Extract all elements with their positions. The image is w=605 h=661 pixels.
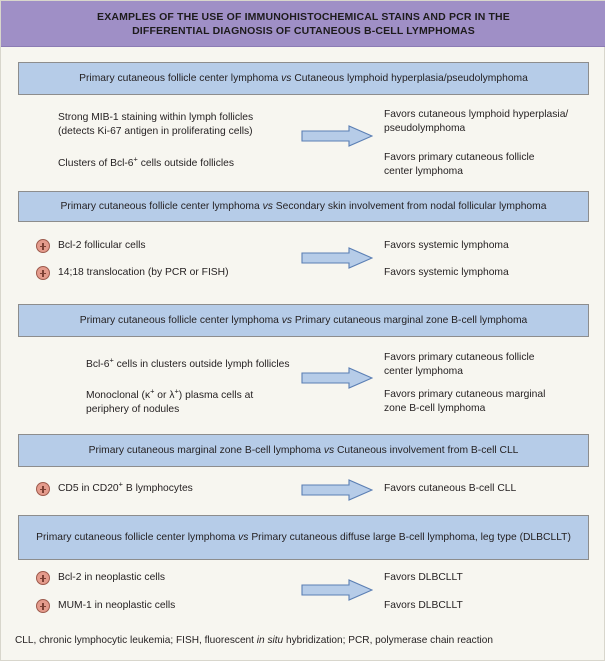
section-5-vs: vs bbox=[238, 531, 249, 543]
section-bar-5-text: Primary cutaneous follicle center lympho… bbox=[26, 531, 581, 545]
finding-1-1-line1: Strong MIB-1 staining within lymph folli… bbox=[58, 112, 254, 123]
section-bar-1: Primary cutaneous follicle center lympho… bbox=[18, 62, 589, 95]
favor-2-2-line1: Favors systemic lymphoma bbox=[384, 267, 509, 278]
finding-4-1-line1: CD5 in CD20+ B lymphocytes bbox=[58, 479, 193, 494]
section-bar-4: Primary cutaneous marginal zone B-cell l… bbox=[18, 434, 589, 467]
implies-arrow-1 bbox=[301, 125, 373, 147]
favor-3-1-line2: center lymphoma bbox=[384, 365, 463, 377]
finding-5-2: MUM-1 in neoplastic cells bbox=[58, 599, 338, 613]
section-bar-2-text: Primary cutaneous follicle center lympho… bbox=[51, 200, 557, 214]
finding-5-2-line1: MUM-1 in neoplastic cells bbox=[58, 600, 176, 611]
implies-arrow-3 bbox=[301, 367, 373, 389]
finding-2-2: 14;18 translocation (by PCR or FISH) bbox=[58, 266, 338, 280]
finding-1-1: Strong MIB-1 staining within lymph folli… bbox=[58, 111, 358, 138]
finding-5-1: Bcl-2 in neoplastic cells bbox=[58, 571, 338, 585]
section-1-right: Cutaneous lymphoid hyperplasia/pseudolym… bbox=[294, 72, 528, 84]
abbreviations-footnote: CLL, chronic lymphocytic leukemia; FISH,… bbox=[15, 634, 592, 648]
section-3-left: Primary cutaneous follicle center lympho… bbox=[79, 314, 279, 326]
finding-2-1: Bcl-2 follicular cells bbox=[58, 239, 338, 253]
section-3-vs: vs bbox=[281, 314, 293, 326]
favor-5-1: Favors DLBCLLT bbox=[384, 571, 599, 585]
finding-4-1: CD5 in CD20+ B lymphocytes bbox=[58, 479, 338, 496]
favor-2-2: Favors systemic lymphoma bbox=[384, 266, 599, 280]
favor-4-1-line1: Favors cutaneous B-cell CLL bbox=[384, 483, 517, 494]
finding-1-2: Clusters of Bcl-6+ cells outside follicl… bbox=[58, 154, 358, 171]
section-4-left: Primary cutaneous marginal zone B-cell l… bbox=[88, 444, 321, 456]
favor-3-2: Favors primary cutaneous marginal zone B… bbox=[384, 388, 599, 415]
footnote-part2: hybridization; PCR, polymerase chain rea… bbox=[283, 635, 493, 646]
favor-3-1: Favors primary cutaneous follicle center… bbox=[384, 351, 599, 378]
favor-5-1-line1: Favors DLBCLLT bbox=[384, 572, 463, 583]
favor-3-2-line2: zone B-cell lymphoma bbox=[384, 402, 486, 414]
favor-1-1: Favors cutaneous lymphoid hyperplasia/ p… bbox=[384, 108, 599, 135]
positive-badge-icon bbox=[36, 599, 50, 613]
favor-1-2-line1: Favors primary cutaneous follicle bbox=[384, 152, 535, 163]
section-bar-2: Primary cutaneous follicle center lympho… bbox=[18, 191, 589, 222]
favor-5-2-line1: Favors DLBCLLT bbox=[384, 600, 463, 611]
positive-badge-icon bbox=[36, 571, 50, 585]
section-4-right: Cutaneous involvement from B-cell CLL bbox=[336, 444, 519, 456]
favor-3-2-line1: Favors primary cutaneous marginal bbox=[384, 389, 546, 400]
finding-2-2-line1: 14;18 translocation (by PCR or FISH) bbox=[58, 267, 229, 278]
section-1-left: Primary cutaneous follicle center lympho… bbox=[79, 72, 279, 84]
favor-3-1-line1: Favors primary cutaneous follicle bbox=[384, 352, 535, 363]
figure-title-line2: DIFFERENTIAL DIAGNOSIS OF CUTANEOUS B-CE… bbox=[132, 24, 475, 37]
implies-arrow-2 bbox=[301, 247, 373, 269]
positive-badge-icon bbox=[36, 482, 50, 496]
section-5-left: Primary cutaneous follicle center lympho… bbox=[36, 531, 236, 543]
section-4-vs: vs bbox=[323, 444, 335, 456]
implies-arrow-4 bbox=[301, 479, 373, 501]
finding-3-1: Bcl-6+ cells in clusters outside lymph f… bbox=[86, 355, 386, 372]
figure-title: EXAMPLES OF THE USE OF IMMUNOHISTOCHEMIC… bbox=[57, 10, 550, 38]
section-5-right: Primary cutaneous diffuse large B-cell l… bbox=[251, 531, 478, 543]
implies-arrow-5 bbox=[301, 579, 373, 601]
section-bar-1-text: Primary cutaneous follicle center lympho… bbox=[69, 72, 538, 86]
section-bar-3-text: Primary cutaneous follicle center lympho… bbox=[70, 314, 538, 328]
favor-2-1: Favors systemic lymphoma bbox=[384, 239, 599, 253]
section-2-left: Primary cutaneous follicle center lympho… bbox=[60, 200, 260, 212]
footnote-part1: CLL, chronic lymphocytic leukemia; FISH,… bbox=[15, 635, 257, 646]
finding-3-2: Monoclonal (κ+ or λ+) plasma cells at pe… bbox=[86, 386, 386, 416]
finding-1-1-line2: (detects Ki-67 antigen in proliferating … bbox=[58, 125, 253, 137]
section-2-right: Secondary skin involvement from nodal fo… bbox=[275, 200, 547, 212]
figure-title-banner: EXAMPLES OF THE USE OF IMMUNOHISTOCHEMIC… bbox=[1, 1, 605, 47]
favor-1-2: Favors primary cutaneous follicle center… bbox=[384, 151, 599, 178]
footnote-italic: in situ bbox=[256, 635, 284, 646]
favor-1-2-line2: center lymphoma bbox=[384, 165, 463, 177]
positive-badge-icon bbox=[36, 266, 50, 280]
favor-5-2: Favors DLBCLLT bbox=[384, 599, 599, 613]
finding-3-1-line1: Bcl-6+ cells in clusters outside lymph f… bbox=[86, 355, 290, 370]
finding-2-1-line1: Bcl-2 follicular cells bbox=[58, 240, 146, 251]
figure-title-line1: EXAMPLES OF THE USE OF IMMUNOHISTOCHEMIC… bbox=[97, 10, 510, 23]
section-bar-4-text: Primary cutaneous marginal zone B-cell l… bbox=[79, 444, 529, 458]
favor-2-1-line1: Favors systemic lymphoma bbox=[384, 240, 509, 251]
section-3-right: Primary cutaneous marginal zone B-cell l… bbox=[294, 314, 528, 326]
section-bar-5: Primary cutaneous follicle center lympho… bbox=[18, 515, 589, 560]
section-bar-3: Primary cutaneous follicle center lympho… bbox=[18, 304, 589, 337]
section-5-right-line2: leg type (DLBCLLT) bbox=[480, 531, 571, 543]
section-1-vs: vs bbox=[281, 72, 292, 84]
positive-badge-icon bbox=[36, 239, 50, 253]
finding-3-2-line2: periphery of nodules bbox=[86, 403, 180, 415]
favor-1-1-line1: Favors cutaneous lymphoid hyperplasia/ bbox=[384, 109, 569, 120]
finding-3-2-line1: Monoclonal (κ+ or λ+) plasma cells at bbox=[86, 386, 254, 401]
favor-4-1: Favors cutaneous B-cell CLL bbox=[384, 482, 599, 496]
finding-1-2-line1: Clusters of Bcl-6+ cells outside follicl… bbox=[58, 154, 235, 169]
section-2-vs: vs bbox=[262, 200, 273, 212]
finding-5-1-line1: Bcl-2 in neoplastic cells bbox=[58, 572, 166, 583]
favor-1-1-line2: pseudolymphoma bbox=[384, 122, 466, 134]
